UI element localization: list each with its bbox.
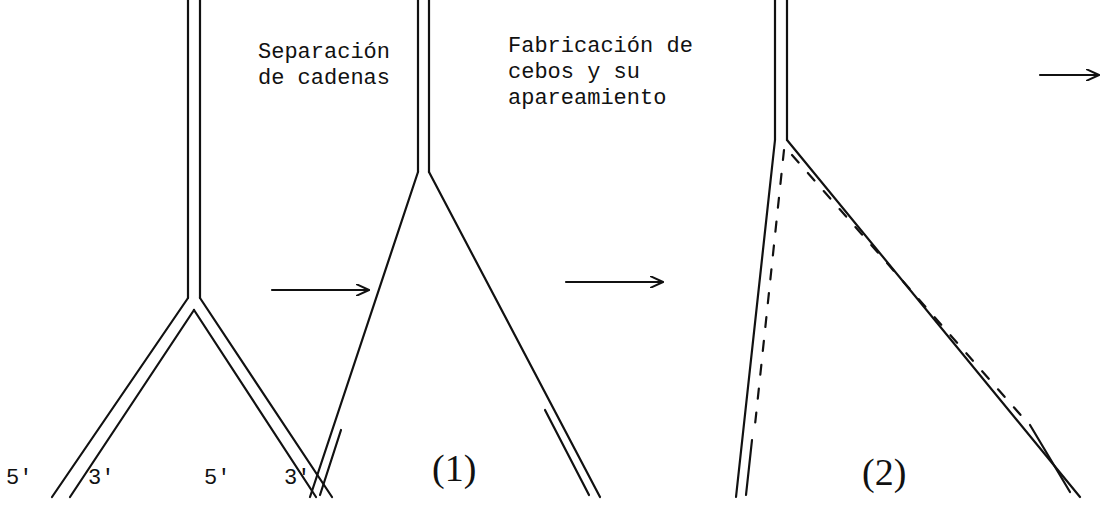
step-caption: Fabricación de cebos y su apareamiento <box>508 34 698 112</box>
primed-strands <box>736 0 1080 497</box>
strand-end-label: 3' <box>88 466 114 492</box>
step-caption: Separación de cadenas <box>258 40 408 92</box>
strand-end-label: 3' <box>284 466 310 492</box>
callout-number: (2) <box>862 452 906 492</box>
step-arrow <box>566 281 662 283</box>
strand-end-label: 5' <box>6 466 32 492</box>
step-arrow <box>272 289 368 291</box>
callout-number: (1) <box>432 448 476 488</box>
step-arrow <box>1040 74 1098 76</box>
strand-end-label: 5' <box>204 466 230 492</box>
